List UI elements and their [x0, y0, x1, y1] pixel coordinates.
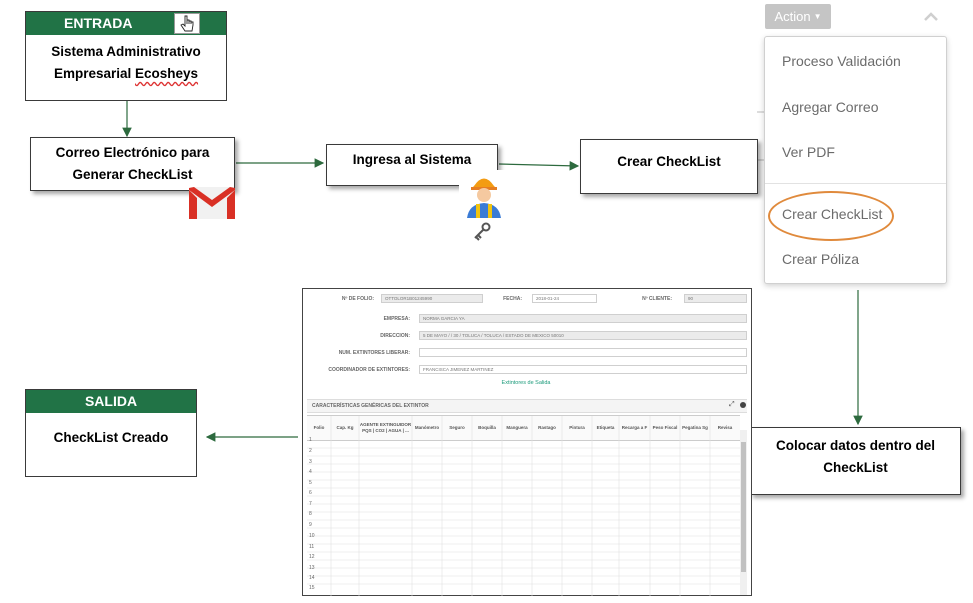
row-number: 8	[309, 511, 312, 517]
arrow-ingresa-to-crear	[498, 160, 580, 171]
row-number: 1	[309, 437, 312, 443]
hand-pointer-icon	[174, 13, 200, 34]
cliente-label: Nº CLIENTE:	[642, 296, 672, 302]
salida-label: CheckList Creado	[53, 430, 169, 445]
row-number: 9	[309, 522, 312, 528]
extintores-salida-link[interactable]: Extintores de Salida	[501, 380, 551, 386]
col-pintura: Pintura	[569, 425, 585, 430]
row-number: 5	[309, 480, 312, 486]
table-scrollbar[interactable]	[740, 430, 747, 595]
col-boquilla: Boquilla	[478, 425, 496, 430]
row-number: 13	[309, 565, 315, 571]
row-number: 12	[309, 554, 315, 560]
row-number: 3	[309, 459, 312, 465]
col-cap-kg: Cap. Kg	[336, 425, 354, 430]
entrada-line1: Sistema Administrativo	[51, 44, 201, 59]
row-number: 15	[309, 585, 315, 591]
fecha-field[interactable]: 2018-01-24	[532, 294, 597, 303]
col-seguro: Seguro	[449, 425, 465, 430]
cliente-field[interactable]: 90	[684, 294, 747, 303]
caret-down-icon: ▼	[813, 12, 822, 21]
colocar-line1: Colocar datos dentro del	[775, 438, 936, 453]
action-button-label: Action	[774, 9, 811, 24]
expand-icon[interactable]: ⤢	[729, 401, 735, 408]
colocar-line2: CheckList	[823, 460, 888, 475]
menu-item-agregar-correo[interactable]: Agregar Correo	[782, 99, 879, 115]
col-pegatina: Pegatina Sg	[682, 425, 708, 430]
col-agente: AGENTE EXTINGUIDOR PQS | CO2 | AGUA | ..…	[359, 422, 412, 433]
direccion-field[interactable]: 5 DE MAYO / / 30 / TOLUCA / TOLUCA / EST…	[419, 331, 747, 340]
crear-box: Crear CheckList	[580, 139, 758, 194]
chevron-up-icon[interactable]	[922, 8, 940, 24]
close-circle-icon[interactable]	[740, 402, 746, 408]
empresa-field[interactable]: NORMA GARCIA YA	[419, 314, 747, 323]
scrollbar-thumb[interactable]	[741, 442, 746, 572]
ingresa-label: Ingresa al Sistema	[352, 152, 472, 167]
col-etiqueta: Etiqueta	[596, 425, 615, 430]
num-extintores-label: NUM. EXTINTORES LIBERAR:	[338, 350, 410, 356]
row-number: 4	[309, 469, 312, 475]
menu-item-crear-poliza[interactable]: Crear Póliza	[782, 251, 860, 267]
correo-line1: Correo Electrónico para	[55, 145, 210, 160]
entrada-brand: Ecosheys	[135, 66, 199, 81]
col-revisa: Revisa	[717, 425, 733, 430]
col-manguera: Manguera	[506, 425, 528, 430]
action-menu: Proceso Validación Agregar Correo Ver PD…	[764, 36, 947, 284]
coordinador-field[interactable]: FRANCISCA JIMENEZ MARTINEZ	[419, 365, 747, 374]
fecha-label: FECHA:	[503, 296, 522, 302]
row-number: 14	[309, 575, 315, 581]
menu-item-ver-pdf[interactable]: Ver PDF	[782, 144, 835, 160]
salida-header-label: SALIDA	[84, 393, 138, 409]
entrada-line2: Empresarial Ecosheys	[26, 63, 226, 85]
row-number: 10	[309, 533, 315, 539]
col-rastago: Rastago	[538, 425, 556, 430]
row-number: 6	[309, 490, 312, 496]
highlight-ellipse	[768, 191, 894, 241]
colocar-box: Colocar datos dentro del CheckList	[750, 427, 961, 495]
crear-label: Crear CheckList	[617, 154, 721, 169]
col-peso-fiscal: Peso Fiscal	[652, 425, 678, 430]
entrada-text: Sistema Administrativo Empresarial Ecosh…	[26, 35, 226, 85]
action-button[interactable]: Action ▼	[765, 4, 831, 29]
salida-box: SALIDA CheckList Creado	[25, 389, 197, 477]
coordinador-label: COORDINADOR DE EXTINTORES:	[328, 367, 410, 373]
table-header-row	[307, 415, 740, 441]
col-recarga: Recarga a F	[621, 425, 648, 430]
section-bar	[307, 399, 747, 413]
entrada-header-label: ENTRADA	[64, 15, 133, 31]
col-manometro: Manómetro	[414, 425, 440, 430]
empresa-label: EMPRESA:	[383, 316, 410, 322]
correo-box: Correo Electrónico para Generar CheckLis…	[30, 137, 235, 191]
gmail-icon	[188, 185, 236, 220]
entrada-line2-prefix: Empresarial	[53, 66, 135, 81]
folio-field[interactable]: OTTOLOR1B01245990	[381, 294, 483, 303]
correo-line2: Generar CheckList	[72, 167, 193, 182]
col-folio: Folio	[313, 425, 325, 430]
menu-item-proceso-validacion[interactable]: Proceso Validación	[782, 53, 901, 69]
folio-label: Nº DE FOLIO:	[341, 296, 374, 302]
menu-divider	[765, 183, 946, 184]
direccion-label: DIRECCION:	[380, 333, 410, 339]
row-number: 2	[309, 448, 312, 454]
entrada-box: ENTRADA Sistema Administrativo Empresari…	[25, 11, 227, 101]
num-extintores-field[interactable]	[419, 348, 747, 357]
row-number: 7	[309, 501, 312, 507]
row-number: 11	[309, 544, 315, 550]
section-title: CARACTERÍSTICAS GENÉRICAS DEL EXTINTOR	[312, 403, 429, 409]
salida-header: SALIDA	[26, 390, 196, 413]
worker-key-icon	[459, 170, 509, 244]
